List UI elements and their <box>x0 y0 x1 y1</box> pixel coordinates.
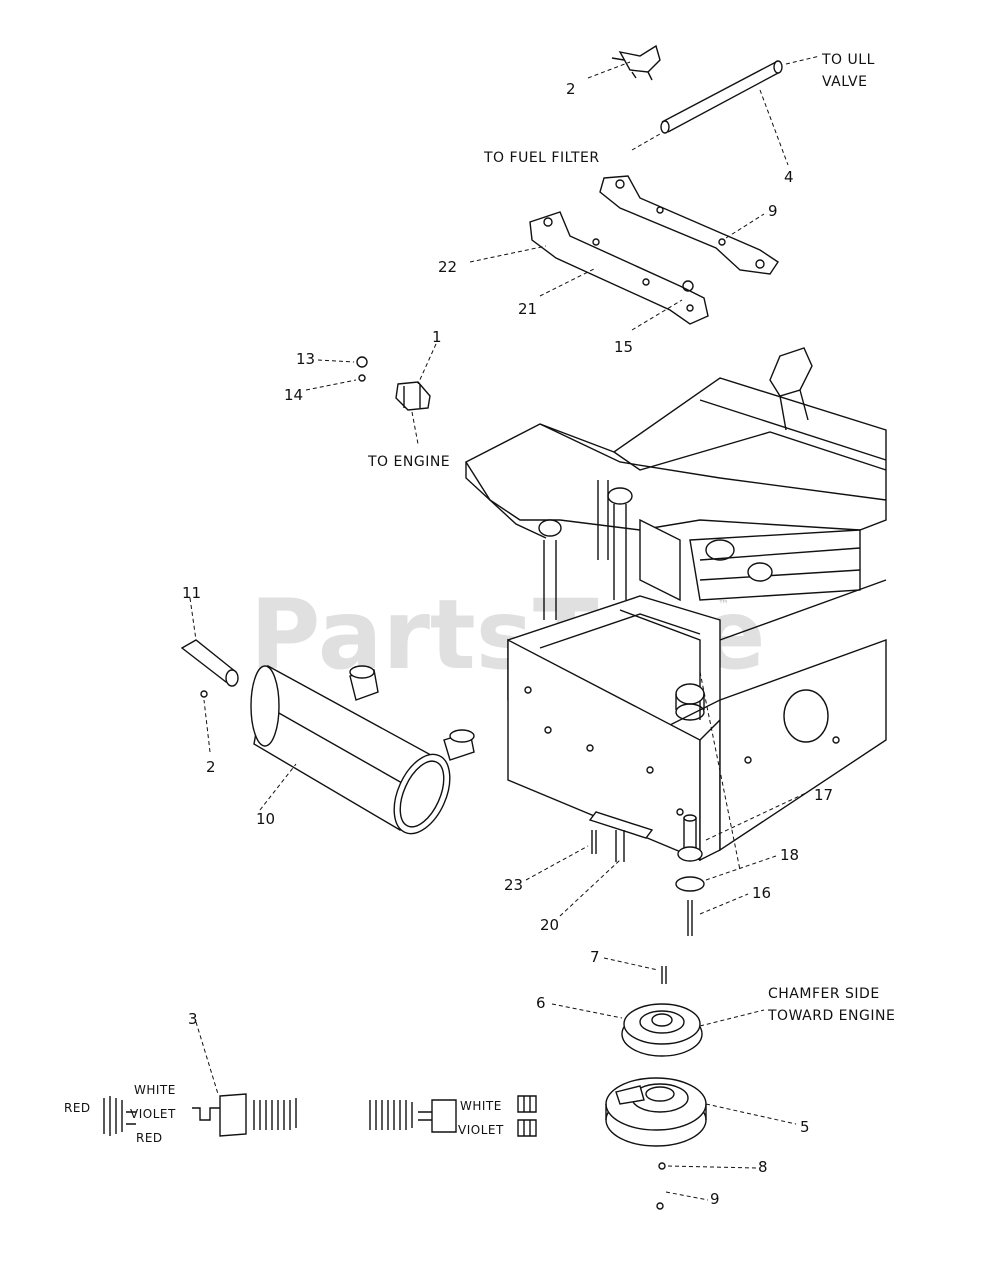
leader-1 <box>417 343 437 385</box>
bracket-22-21-part <box>529 211 709 325</box>
callout-1: 1 <box>432 328 442 346</box>
nut-13-part <box>356 356 368 368</box>
washer-8-part <box>658 1162 666 1170</box>
fuel-fitting-part <box>611 44 661 81</box>
leader-to-fuel-filter <box>631 133 661 151</box>
fuel-hose-part <box>660 60 783 134</box>
leader-5 <box>705 1103 797 1125</box>
callout-2-top: 2 <box>566 80 576 98</box>
callout-4: 4 <box>784 168 794 186</box>
spacer-17-part <box>677 814 703 862</box>
leader-14 <box>305 379 357 391</box>
leader-9-bot <box>665 1191 709 1201</box>
callout-14: 14 <box>284 386 303 404</box>
leader-16 <box>699 893 749 915</box>
wire-label-right-violet: VIOLET <box>458 1123 504 1137</box>
callout-6: 6 <box>536 994 546 1012</box>
washer-14-part <box>358 374 366 382</box>
note-chamfer-2: TOWARD ENGINE <box>767 1008 895 1024</box>
callout-9-top: 9 <box>768 202 778 220</box>
callout-15: 15 <box>614 338 633 356</box>
callout-7: 7 <box>590 948 600 966</box>
leader-9-top <box>725 213 765 239</box>
callout-8: 8 <box>758 1158 768 1176</box>
callout-11: 11 <box>182 584 201 602</box>
callout-21: 21 <box>518 300 537 318</box>
callout-22: 22 <box>438 258 457 276</box>
clamp-2-part <box>200 690 208 698</box>
callout-3: 3 <box>188 1010 198 1028</box>
note-to-pull-valve-1: TO ULL <box>821 52 875 68</box>
callout-13: 13 <box>296 350 315 368</box>
leader-21 <box>539 267 597 297</box>
callout-18: 18 <box>780 846 799 864</box>
leader-chamfer <box>699 1009 765 1027</box>
leader-15 <box>631 299 683 331</box>
pulley-6-part <box>621 1003 703 1057</box>
leader-22 <box>469 245 547 263</box>
connector-right-part <box>369 1095 537 1137</box>
callout-10: 10 <box>256 810 275 828</box>
leader-23 <box>525 845 589 881</box>
bolt-16-part <box>687 900 693 936</box>
tailpipe-11-part <box>180 639 239 687</box>
leader-13 <box>317 359 355 363</box>
connector-left-part <box>103 1093 297 1137</box>
callout-5: 5 <box>800 1118 810 1136</box>
wire-label-left-white: WHITE <box>134 1083 176 1097</box>
wire-label-left-red2: RED <box>136 1131 163 1145</box>
leader-3 <box>195 1021 219 1095</box>
leader-4 <box>759 89 789 166</box>
callout-16: 16 <box>752 884 771 902</box>
callout-2-mid: 2 <box>206 758 216 776</box>
wire-label-right-white: WHITE <box>460 1099 502 1113</box>
note-to-engine: TO ENGINE <box>367 454 450 470</box>
wire-label-left-violet: VIOLET <box>130 1107 176 1121</box>
leader-10 <box>259 763 297 811</box>
leader-2-top <box>587 61 631 79</box>
leader-17 <box>705 791 809 841</box>
bolt-9-part <box>656 1202 664 1210</box>
note-chamfer-1: CHAMFER SIDE <box>768 986 880 1002</box>
callout-17: 17 <box>814 786 833 804</box>
watermark-tm: ™ <box>718 598 729 611</box>
leader-6 <box>551 1003 623 1019</box>
callout-20: 20 <box>540 916 559 934</box>
wire-label-left-red: RED <box>64 1101 91 1115</box>
note-to-fuel-filter: TO FUEL FILTER <box>483 150 600 166</box>
muffler-10-part <box>250 664 475 835</box>
bracket-9-part <box>599 175 779 275</box>
leader-20 <box>559 859 621 917</box>
hose-fitting-1-part <box>395 381 431 411</box>
leader-17-b <box>699 671 741 871</box>
leader-2-mid <box>203 699 211 753</box>
bracket-20-part <box>588 811 654 862</box>
pto-clutch-5-part <box>605 1077 707 1147</box>
washer-18-part <box>675 876 705 892</box>
note-to-pull-valve-2: VALVE <box>822 74 867 90</box>
leader-to-engine <box>411 411 419 445</box>
bolt-23-part <box>591 830 597 854</box>
mower-frame-part <box>464 347 887 862</box>
callout-23: 23 <box>504 876 523 894</box>
leader-to-pull-valve <box>785 55 821 65</box>
leader-7 <box>603 957 659 971</box>
callout-9-bot: 9 <box>710 1190 720 1208</box>
key-7-part <box>661 966 667 984</box>
leader-11 <box>189 597 197 641</box>
leader-18 <box>705 855 777 881</box>
leader-8 <box>667 1165 757 1169</box>
